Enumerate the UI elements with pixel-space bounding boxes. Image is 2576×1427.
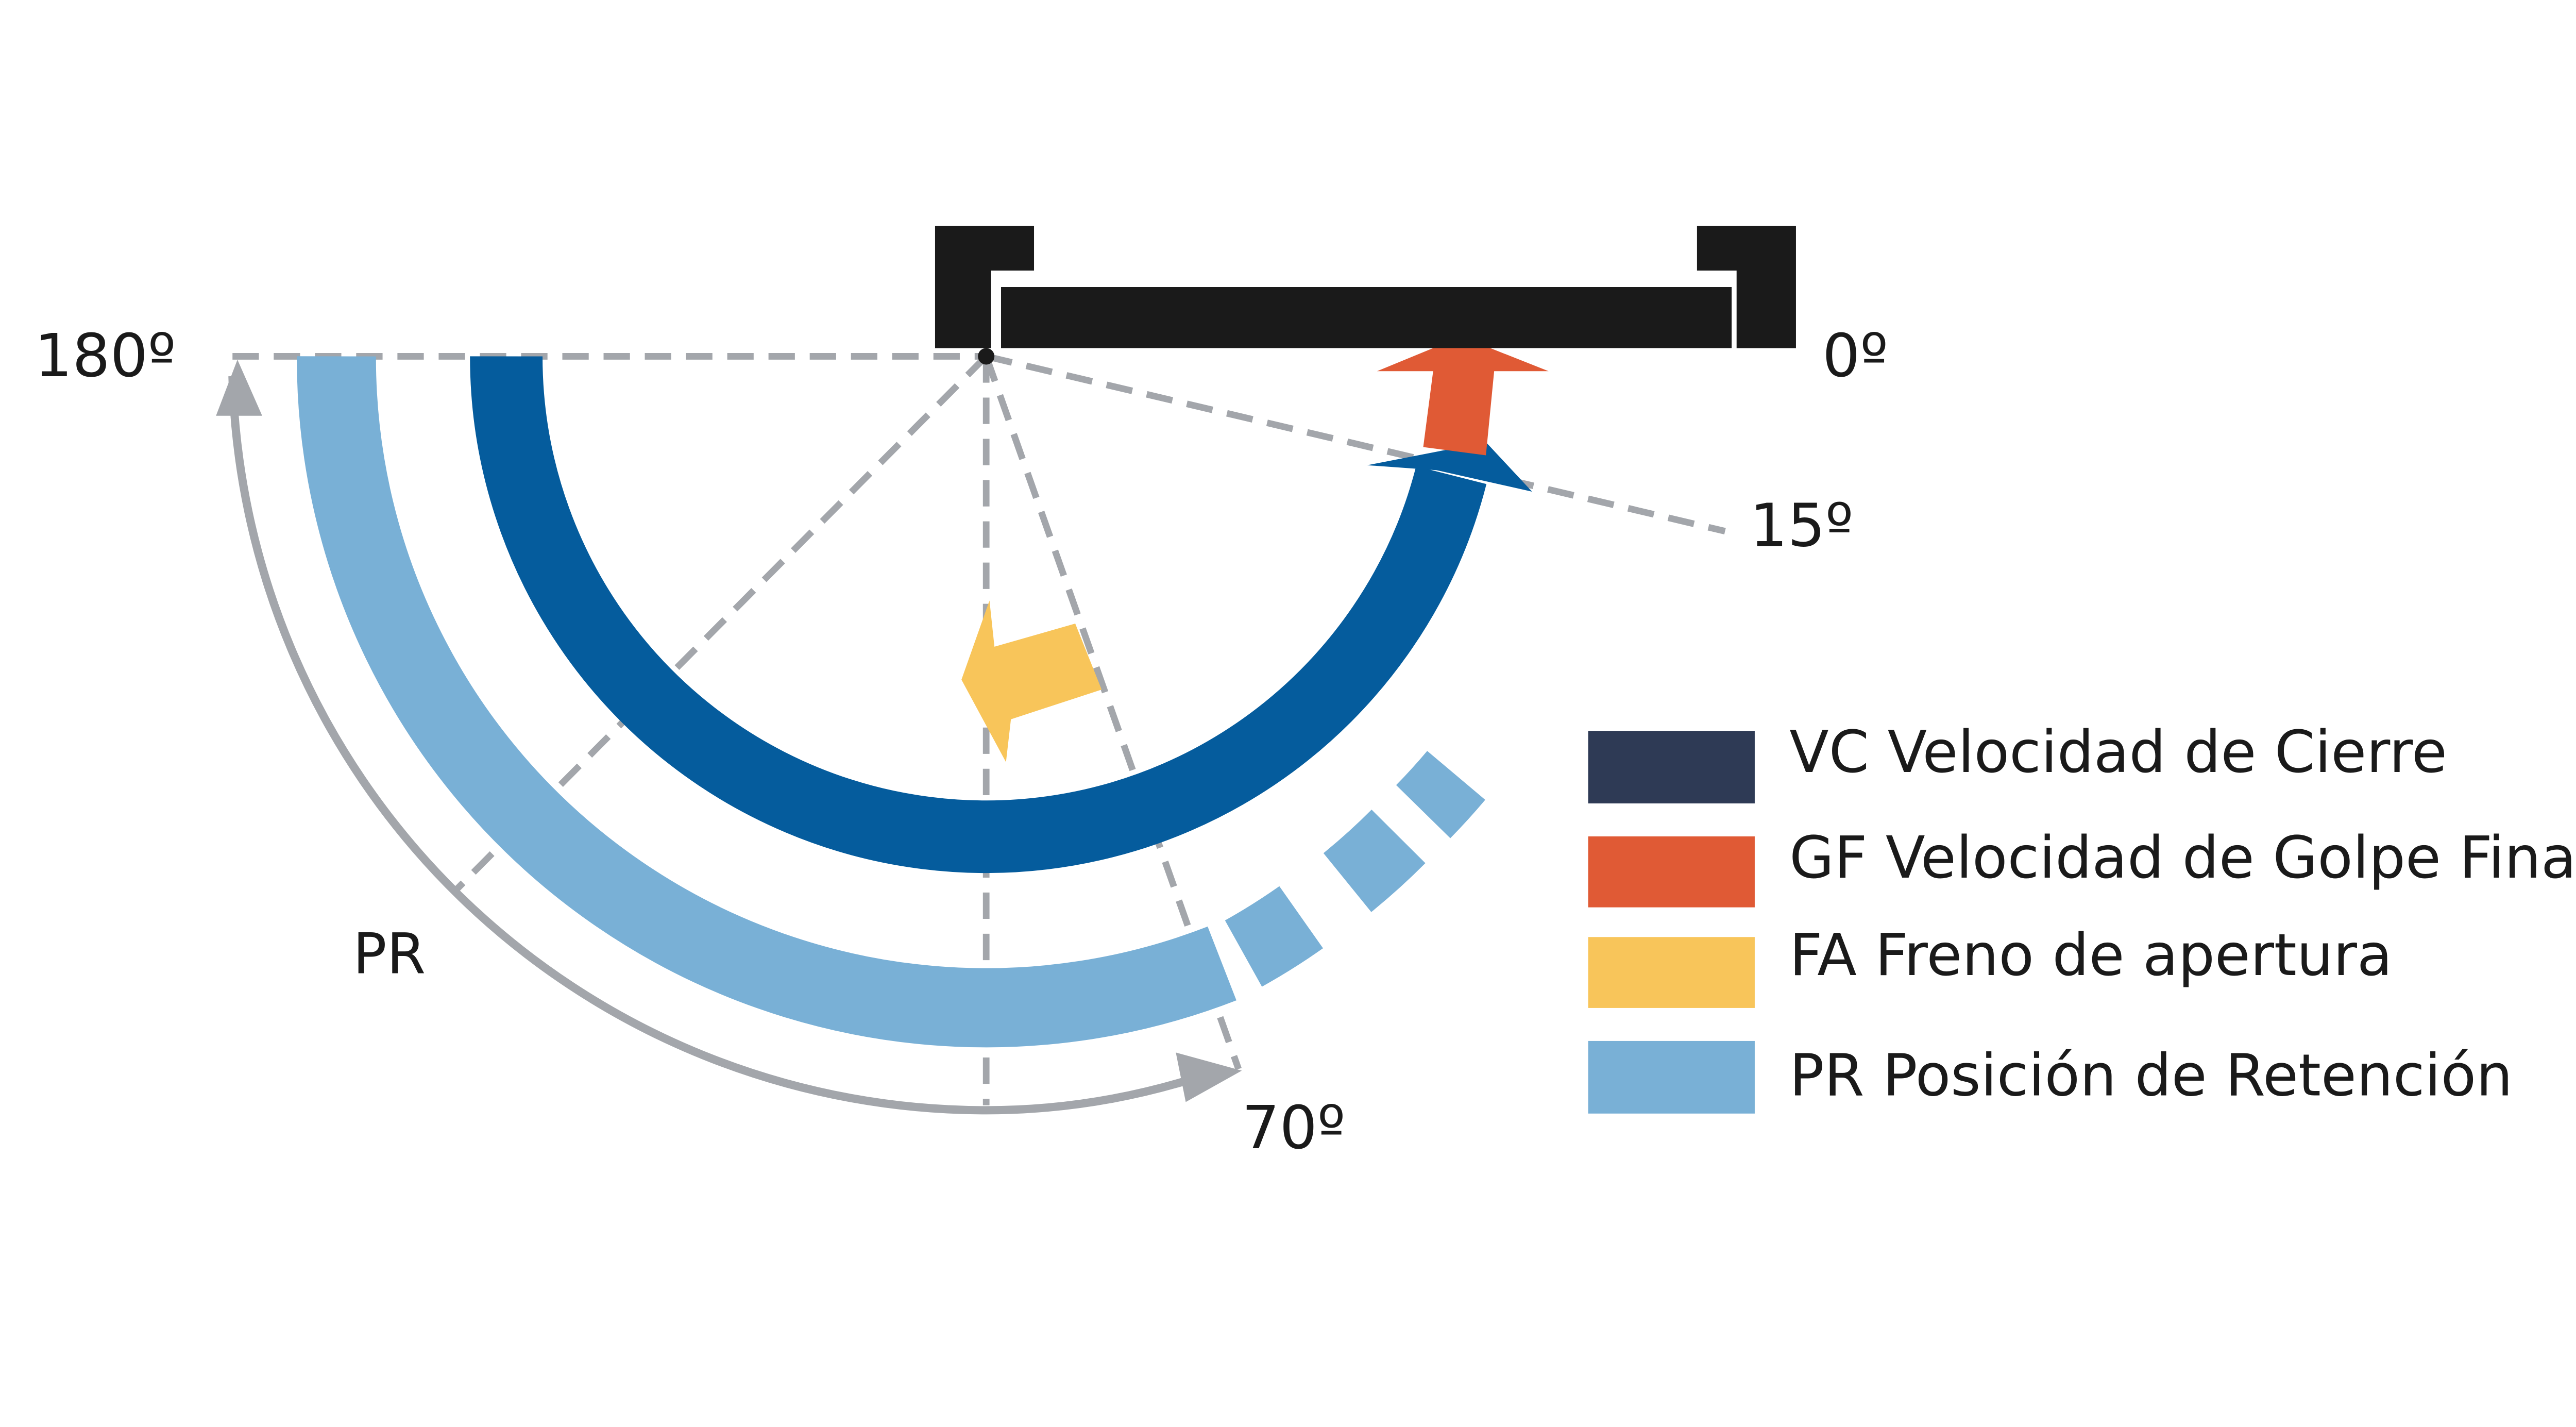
door-leaf: [1001, 287, 1732, 348]
pr-arrowhead-right: [1176, 1052, 1242, 1102]
hold-open-dashes: [1225, 750, 1485, 987]
legend-label-fa: FA Freno de apertura: [1789, 922, 2392, 989]
legend-swatch-vc: [1588, 731, 1755, 803]
legend: VC Velocidad de Cierre GF Velocidad de G…: [1588, 719, 2576, 1114]
hinge-pivot: [978, 348, 995, 365]
backcheck-arrow-icon: [961, 600, 1102, 762]
hold-open-arc: [297, 356, 1236, 1048]
label-15-degrees: 15º: [1750, 492, 1853, 561]
legend-label-gf: GF Velocidad de Golpe Final: [1789, 825, 2576, 892]
label-0-degrees: 0º: [1822, 322, 1888, 391]
legend-label-vc: VC Velocidad de Cierre: [1789, 719, 2447, 786]
door-frame: [935, 226, 1796, 348]
line-15: [985, 353, 1726, 535]
latch-speed-arrow-icon: [1377, 337, 1549, 456]
pr-arrowhead-up: [216, 359, 262, 416]
frame-left-jamb: [935, 226, 1035, 348]
closing-speed-arrow-icon: [1367, 442, 1532, 492]
closing-speed-arc: [470, 356, 1487, 873]
label-180-degrees: 180º: [35, 322, 176, 391]
legend-label-pr: PR Posición de Retención: [1789, 1043, 2513, 1110]
legend-swatch-fa: [1588, 937, 1755, 1008]
label-70-degrees: 70º: [1242, 1094, 1345, 1163]
legend-swatch-pr: [1588, 1040, 1755, 1114]
label-pr: PR: [353, 921, 426, 987]
legend-swatch-gf: [1588, 836, 1755, 908]
frame-right-jamb: [1697, 226, 1796, 348]
pr-range-arc: [228, 376, 1224, 1115]
